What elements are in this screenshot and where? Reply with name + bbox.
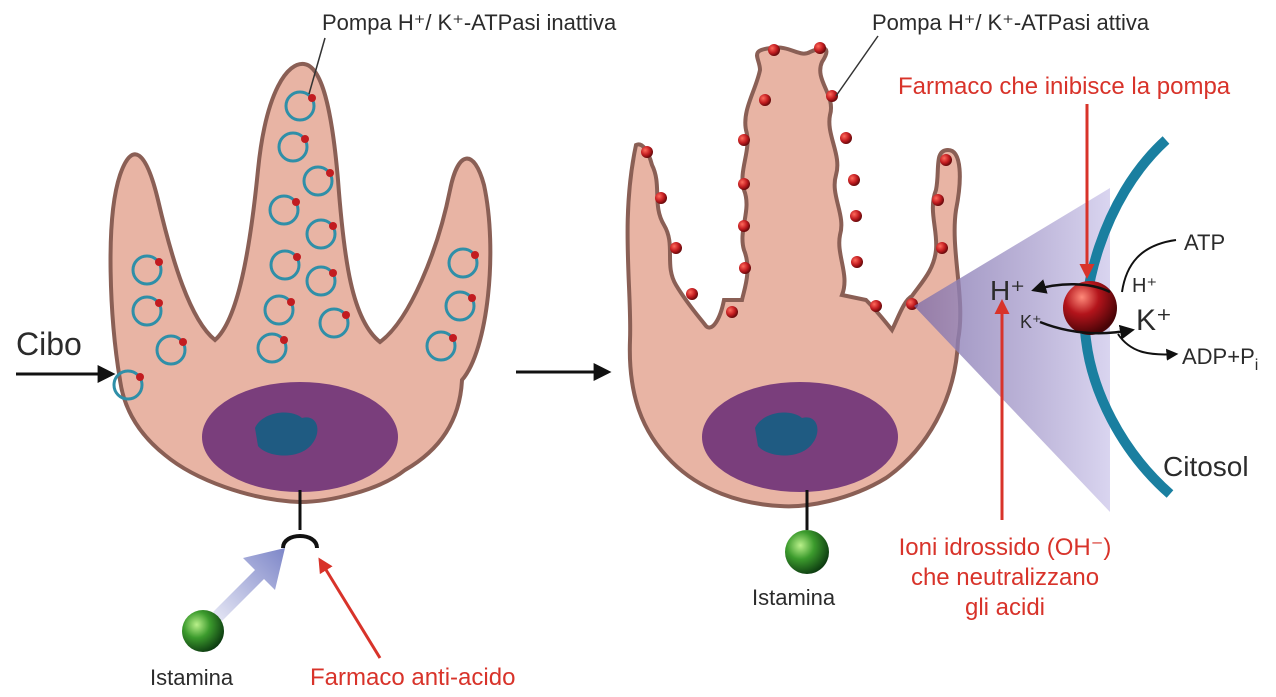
active-pump-pointer [836, 36, 878, 96]
h-plus-large-label: H⁺ [990, 275, 1025, 306]
hydroxide-label-line1: Ioni idrossido (OH⁻) [899, 534, 1112, 561]
pump-active-label: Pompa H⁺/ K⁺-ATPasi attiva [872, 10, 1150, 35]
proton-pump-protein [1063, 281, 1117, 335]
adp-label: ADP+Pi [1182, 344, 1258, 374]
histamine-molecule-left [182, 610, 224, 652]
adp-arrow [1118, 334, 1176, 354]
antacid-label: Farmaco anti-acido [310, 664, 515, 691]
histamine-binding-arrow [213, 548, 285, 621]
antacid-arrow [320, 560, 380, 658]
cytosol-label: Citosol [1163, 451, 1249, 482]
k-plus-small-label: K⁺ [1020, 312, 1042, 332]
histamine-right-label: Istamina [752, 585, 836, 610]
histamine-molecule-right [785, 530, 829, 574]
histamine-left-label: Istamina [150, 665, 234, 690]
h-plus-small-label: H⁺ [1132, 275, 1157, 297]
food-label: Cibo [16, 326, 82, 362]
drug-pump-label: Farmaco che inibisce la pompa [898, 73, 1231, 100]
k-plus-large-label: K⁺ [1136, 304, 1172, 337]
hydroxide-label-line2: che neutralizzano [911, 564, 1099, 591]
hydroxide-label-line3: gli acidi [965, 594, 1045, 621]
pump-inactive-label: Pompa H⁺/ K⁺-ATPasi inattiva [322, 10, 617, 35]
histamine-receptor [283, 536, 317, 548]
atp-label: ATP [1184, 230, 1225, 255]
